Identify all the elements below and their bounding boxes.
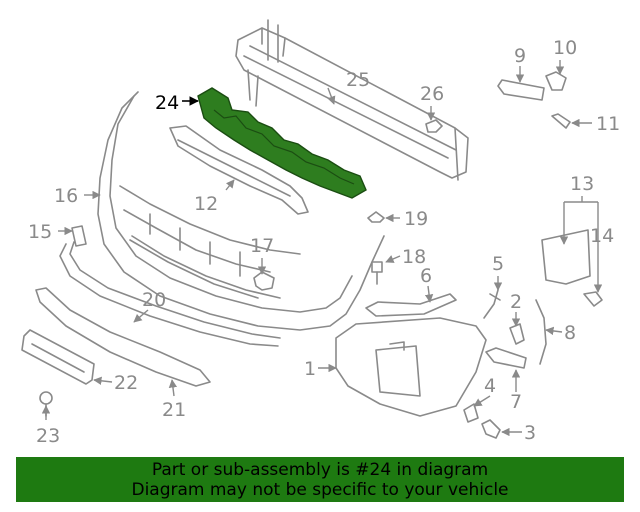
part-9-trim-piece <box>497 79 545 101</box>
callout-26: 26 <box>420 83 444 105</box>
callout-1: 1 <box>304 358 316 380</box>
callout-24-highlighted: 24 <box>155 92 179 114</box>
part-5-clip <box>483 289 501 319</box>
banner-line-disclaimer: Diagram may not be specific to your vehi… <box>131 479 509 500</box>
part-17-bracket <box>253 271 275 291</box>
callout-10: 10 <box>553 37 577 59</box>
callout-12: 12 <box>194 193 218 215</box>
part-15-clip <box>71 225 87 247</box>
info-banner: Part or sub-assembly is #24 in diagram D… <box>16 457 624 502</box>
callout-7: 7 <box>510 391 522 413</box>
part-11-bolt <box>551 113 571 129</box>
part-1-housing <box>335 317 487 417</box>
part-18-bolt <box>371 261 383 285</box>
leader-lines <box>41 60 603 437</box>
callout-2: 2 <box>510 291 522 313</box>
callout-13: 13 <box>570 173 594 195</box>
callout-numbers: 25 24 26 9 10 11 12 16 15 17 18 19 13 14… <box>28 37 620 447</box>
part-20-lower-trim <box>59 241 281 347</box>
part-2-bracket <box>509 323 525 345</box>
part-7-bracket <box>485 347 527 369</box>
callout-22: 22 <box>114 372 138 394</box>
callout-15: 15 <box>28 221 52 243</box>
part-3-bolt <box>481 419 501 439</box>
part-22-license-bracket <box>21 329 95 385</box>
callout-5: 5 <box>492 253 504 275</box>
callout-18: 18 <box>402 246 426 268</box>
part-25-reinforcement-beam <box>235 19 469 181</box>
part-4-plate <box>463 403 479 423</box>
callout-3: 3 <box>524 422 536 444</box>
banner-line-part: Part or sub-assembly is #24 in diagram <box>151 459 489 480</box>
parts-diagram: 25 24 26 9 10 11 12 16 15 17 18 19 13 14… <box>21 19 620 447</box>
callout-21: 21 <box>162 399 186 421</box>
callout-4: 4 <box>484 375 496 397</box>
callout-23: 23 <box>36 425 60 447</box>
part-8-strip <box>535 299 547 365</box>
part-12-lower-absorber <box>169 125 309 215</box>
callout-14: 14 <box>590 225 614 247</box>
part-16-bumper-cover <box>97 91 385 331</box>
part-14-bolt <box>583 291 603 307</box>
part-19-push-clip <box>367 211 385 223</box>
callout-6: 6 <box>420 265 432 287</box>
callout-25: 25 <box>346 69 370 91</box>
callout-17: 17 <box>250 235 274 257</box>
callout-19: 19 <box>404 208 428 230</box>
part-21-lower-spoiler <box>35 287 211 387</box>
part-6-upper-trim <box>365 293 457 317</box>
part-10-bolt <box>545 71 567 91</box>
callout-20: 20 <box>142 289 166 311</box>
callout-8: 8 <box>564 322 576 344</box>
callout-16: 16 <box>54 185 78 207</box>
part-13-side-bracket <box>541 229 591 285</box>
absorber-shape <box>197 87 367 199</box>
callout-9: 9 <box>514 45 526 67</box>
part-24-energy-absorber <box>197 87 367 199</box>
callout-11: 11 <box>596 113 620 135</box>
